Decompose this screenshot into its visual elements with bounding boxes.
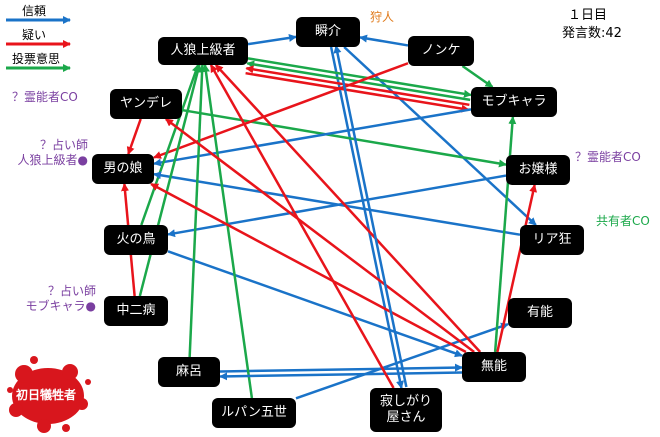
edge-doubt-sabishi-to-jinro	[209, 64, 395, 389]
node-riaju[interactable]: リア狂	[520, 225, 584, 255]
node-otoko[interactable]: 男の娘	[92, 154, 154, 184]
annotation-seer-otoko: ？占い師 人狼上級者●	[17, 138, 88, 167]
annotation-hunter: 狩人	[370, 10, 395, 24]
annotation-medium-right: ？霊能者CO	[575, 150, 641, 164]
remark-count: 発言数:42	[562, 26, 622, 41]
edge-trust-muno-to-maro	[219, 371, 463, 381]
edge-trust-hinotori-to-muno	[167, 250, 463, 358]
edge-trust-maro-to-muno	[219, 363, 463, 373]
edge-trust-sabishi-to-shunsuke	[333, 45, 408, 388]
edge-vote-yandere-to-ojou	[181, 108, 507, 168]
node-chuni[interactable]: 中二病	[104, 296, 168, 326]
node-yandere[interactable]: ヤンデレ	[110, 89, 182, 119]
edge-trust-nonke-to-shunsuke	[359, 34, 409, 47]
edge-trust-shunsuke-to-riaju	[343, 46, 537, 226]
blood-splat-icon	[7, 356, 91, 433]
day-label: １日目	[568, 8, 608, 23]
node-maro[interactable]: 麻呂	[158, 357, 220, 387]
node-jinro[interactable]: 人狼上級者	[158, 37, 248, 65]
edge-trust-mob-to-otoko	[153, 108, 472, 167]
edge-doubt-muno-to-ojou	[496, 184, 538, 353]
node-yuno[interactable]: 有能	[508, 298, 572, 328]
edge-doubt-muno-to-yandere	[165, 118, 475, 353]
edge-trust-jinro-to-shunsuke	[247, 33, 297, 46]
edge-vote-chuni-to-jinro	[138, 64, 202, 297]
edge-vote-hinotori-to-jinro	[140, 64, 200, 226]
edge-doubt-yandere-to-otoko	[126, 118, 142, 155]
annotation-medium-left: ？霊能者CO	[12, 90, 78, 104]
edge-vote-lupin-to-jinro	[201, 64, 254, 399]
edge-doubt-mob-to-jinro	[245, 65, 470, 107]
edge-vote-jinro-to-mob	[247, 57, 472, 98]
node-nonke[interactable]: ノンケ	[408, 36, 474, 66]
node-mob[interactable]: モブキャラ	[471, 87, 557, 117]
node-sabishi[interactable]: 寂しがり 屋さん	[370, 388, 442, 432]
annotation-victim: 初日犠牲者	[15, 388, 76, 402]
node-muno[interactable]: 無能	[462, 352, 526, 382]
legend-doubt-label: 疑い	[22, 28, 47, 42]
edge-vote-nonke-to-mob	[461, 64, 494, 89]
node-shunsuke[interactable]: 瞬介	[296, 17, 360, 47]
annotation-shared: 共有者CO	[596, 214, 650, 228]
node-lupin[interactable]: ルパン五世	[212, 398, 296, 428]
edge-doubt-nonke-to-otoko	[153, 62, 409, 159]
edge-doubt-muno-to-jinro	[214, 64, 482, 353]
legend-trust-label: 信頼	[22, 4, 47, 18]
edge-trust-ojou-to-hinotori	[167, 174, 507, 238]
legend-vote-label: 投票意思	[12, 52, 61, 66]
edge-doubt-muno-to-otoko	[150, 182, 467, 354]
node-hinotori[interactable]: 火の鳥	[104, 225, 168, 255]
edge-doubt-jinro-to-mob	[245, 71, 470, 113]
annotation-seer-chuni: ？占い師 モブキャラ●	[25, 284, 96, 313]
edge-vote-maro-to-jinro	[188, 64, 207, 358]
node-ojou[interactable]: お嬢様	[506, 155, 570, 185]
